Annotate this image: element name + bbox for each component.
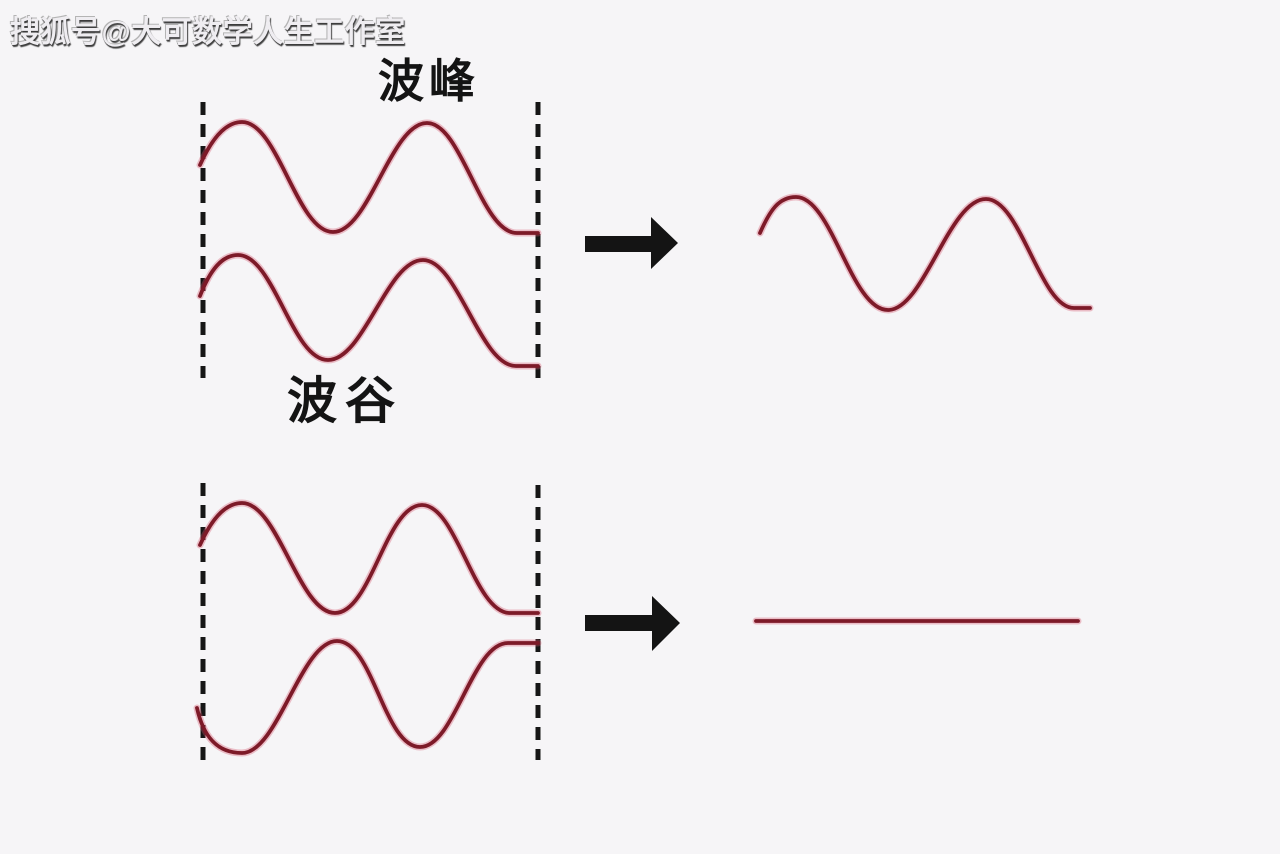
watermark-text: 搜狐号@大可数学人生工作室 (10, 16, 406, 49)
result-wave (758, 195, 1092, 312)
constructive-row-output (760, 197, 1090, 310)
antiphase-wave-2 (195, 639, 540, 755)
in-phase-wave-1-halo (200, 122, 538, 233)
result-wave-halo (760, 197, 1090, 310)
constructive-row-input (200, 102, 538, 378)
destructive-row-input (197, 483, 538, 762)
in-phase-wave-2-halo (200, 255, 538, 366)
trough-label: 波谷 (287, 373, 403, 429)
crest-label: 波峰 (378, 55, 480, 107)
right-arrow-icon (585, 596, 680, 651)
in-phase-wave-1 (198, 120, 540, 235)
antiphase-wave-1 (198, 501, 540, 615)
right-arrow-icon (585, 217, 678, 269)
